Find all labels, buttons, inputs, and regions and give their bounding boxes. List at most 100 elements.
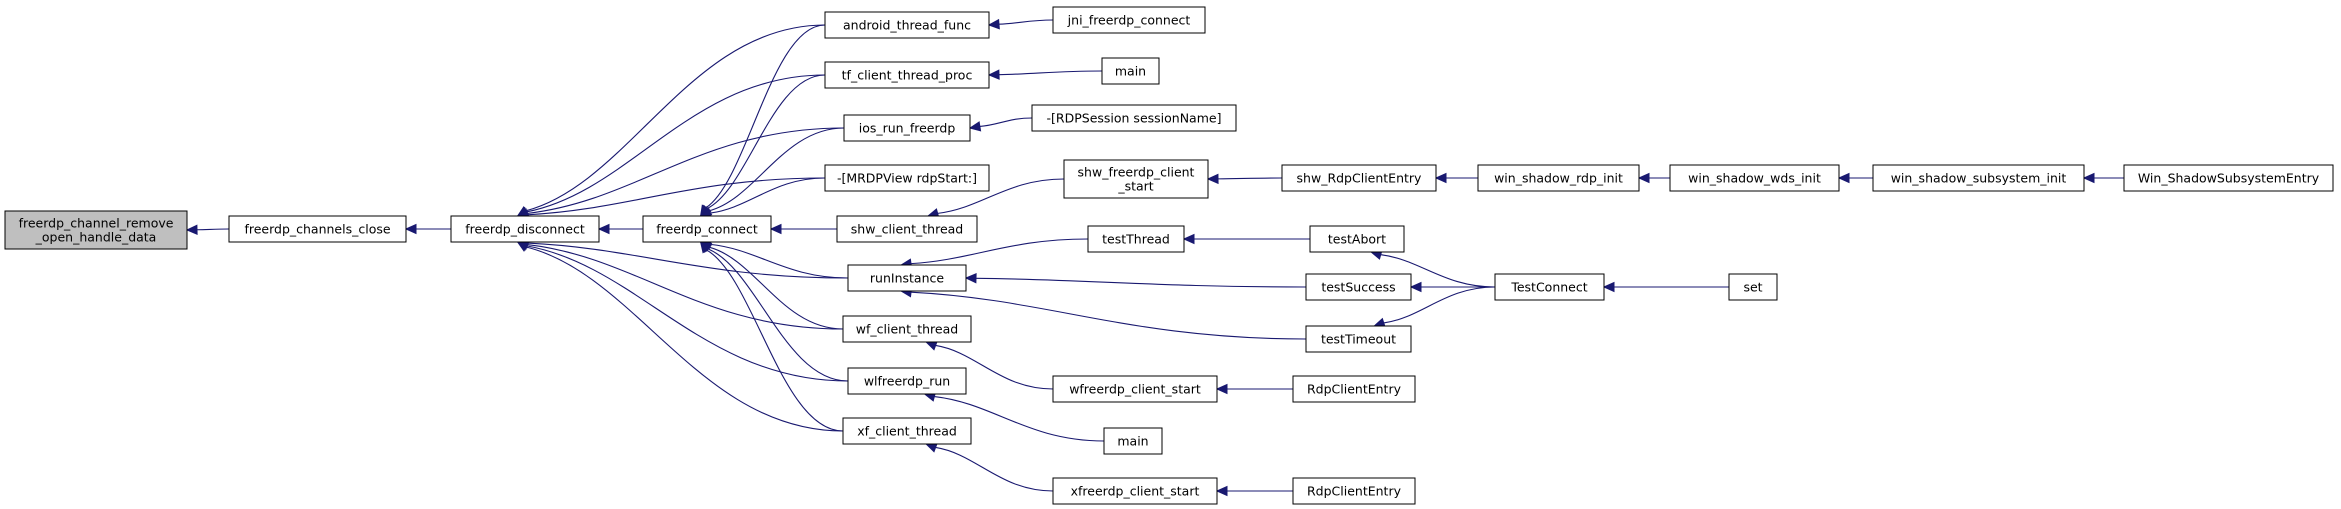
node-win-shadowsubsystementry[interactable]: Win_ShadowSubsystemEntry: [2123, 164, 2334, 192]
node-win-shadow-subsystem-init[interactable]: win_shadow_subsystem_init: [1872, 164, 2085, 192]
node-main[interactable]: main: [1103, 427, 1163, 455]
node-testabort[interactable]: testAbort: [1309, 225, 1405, 253]
edge-ios-to-disconnect: [516, 127, 845, 219]
node-label: freerdp_connect: [656, 222, 758, 237]
node-wfreerdp-client-start[interactable]: wfreerdp_client_start: [1052, 375, 1218, 403]
node-shw-client-thread[interactable]: shw_client_thread: [836, 215, 978, 243]
node-set[interactable]: set: [1728, 273, 1778, 301]
edge-line: [196, 228, 230, 231]
node-testthread[interactable]: testThread: [1087, 225, 1185, 253]
edge-line: [911, 291, 1307, 340]
edge-line: [910, 238, 1089, 265]
edge-mrdpview-to-disconnect: [516, 177, 826, 220]
node-win-shadow-rdp-init[interactable]: win_shadow_rdp_init: [1477, 164, 1640, 192]
edge-line: [706, 249, 844, 432]
node-jni-freerdp-connect[interactable]: jni_freerdp_connect: [1052, 6, 1206, 34]
edge-line: [1383, 286, 1496, 324]
node-box: [1728, 273, 1778, 301]
edge-testconnect-to-testabort: [1369, 249, 1496, 288]
edge-line: [708, 127, 845, 212]
edge-line: [527, 177, 826, 216]
edge-line: [710, 177, 826, 214]
node-label: jni_freerdp_connect: [1067, 13, 1191, 28]
node-label: android_thread_func: [843, 18, 971, 33]
node-box: [847, 367, 967, 395]
node-box: [1063, 159, 1209, 199]
node-main[interactable]: main: [1101, 57, 1160, 85]
node-testsuccess[interactable]: testSuccess: [1305, 273, 1412, 301]
edge-line: [998, 19, 1054, 25]
edge-xf_start-to-xf_thread: [925, 442, 1054, 492]
edge-runinstance-to-disconnect: [516, 237, 849, 279]
edge-connect-to-disconnect: [597, 223, 644, 235]
node-win-shadow-wds-init[interactable]: win_shadow_wds_init: [1669, 164, 1840, 192]
node-xf-client-thread[interactable]: xf_client_thread: [842, 417, 972, 445]
edge-xf_thread-to-disconnect: [516, 241, 844, 432]
edge-line: [706, 74, 826, 209]
arrow-head-icon: [597, 223, 610, 235]
node-box: [847, 264, 967, 292]
edge-line: [979, 117, 1033, 127]
node-label: Win_ShadowSubsystemEntry: [2138, 171, 2320, 186]
node-label: _start: [1117, 179, 1153, 194]
node-label: shw_RdpClientEntry: [1297, 171, 1423, 186]
edge-wf_start-to-wf_thread: [925, 340, 1054, 390]
node-label: testAbort: [1328, 232, 1386, 247]
node-box: [842, 315, 972, 343]
node-mrdpview-rdpstart[interactable]: -[MRDPView rdpStart:]: [824, 164, 990, 192]
node-freerdp-channels-close[interactable]: freerdp_channels_close: [228, 215, 407, 243]
edge-wds_init-to-rdp_init: [1637, 172, 1670, 184]
node-label: win_shadow_rdp_init: [1494, 171, 1623, 186]
node-rdpsession-sessionname[interactable]: -[RDPSession sessionName]: [1031, 104, 1237, 132]
node-box: [4, 210, 188, 250]
node-freerdp-connect[interactable]: freerdp_connect: [642, 215, 772, 243]
node-box: [824, 11, 990, 39]
edge-line: [707, 248, 849, 382]
arrow-head-icon: [968, 121, 982, 132]
edge-line: [708, 246, 844, 330]
node-label: win_shadow_subsystem_init: [1891, 171, 2067, 186]
node-label: RdpClientEntry: [1307, 382, 1402, 397]
node-xfreerdp-client-start[interactable]: xfreerdp_client_start: [1052, 477, 1218, 505]
node-label: set: [1743, 280, 1762, 295]
node-rdpcliententry[interactable]: RdpClientEntry: [1292, 375, 1416, 403]
edge-testconnect-to-testsuccess: [1409, 281, 1495, 293]
node-runinstance[interactable]: runInstance: [847, 264, 967, 292]
arrow-head-icon: [925, 340, 938, 351]
arrow-head-icon: [2082, 172, 2095, 184]
node-testconnect[interactable]: TestConnect: [1494, 273, 1605, 301]
edge-jni-to-android: [987, 18, 1054, 30]
edge-shw_entry-to-shw_start: [1206, 173, 1283, 185]
node-label: win_shadow_wds_init: [1688, 171, 1821, 186]
node-box: [450, 215, 600, 243]
node-label: testSuccess: [1321, 280, 1395, 295]
arrow-head-icon: [1215, 485, 1228, 497]
node-wf-client-thread[interactable]: wf_client_thread: [842, 315, 972, 343]
node-box: [1103, 427, 1163, 455]
edge-line: [937, 178, 1065, 214]
arrow-head-icon: [987, 69, 1000, 80]
arrow-head-icon: [516, 241, 530, 252]
edge-line: [935, 344, 1054, 390]
node-ios-run-freerdp[interactable]: ios_run_freerdp: [843, 114, 971, 142]
edge-rdpsession-to-ios: [968, 117, 1033, 132]
arrow-head-icon: [404, 223, 417, 235]
node-android-thread-func[interactable]: android_thread_func: [824, 11, 990, 39]
node-rdpcliententry[interactable]: RdpClientEntry: [1292, 477, 1416, 505]
node-tf-client-thread-proc[interactable]: tf_client_thread_proc: [824, 61, 990, 89]
node-label: TestConnect: [1510, 280, 1587, 295]
node-box: [1052, 375, 1218, 403]
edge-line: [527, 127, 845, 214]
node-shw-rdpcliententry[interactable]: shw_RdpClientEntry: [1281, 164, 1437, 192]
node-label: testTimeout: [1321, 332, 1396, 347]
node-freerdp-channel-remove-open-handle-data[interactable]: freerdp_channel_remove_open_handle_data: [4, 210, 188, 250]
node-freerdp-disconnect[interactable]: freerdp_disconnect: [450, 215, 600, 243]
edge-line: [525, 24, 826, 212]
node-box: [836, 215, 978, 243]
node-shw-freerdp-client-start[interactable]: shw_freerdp_client_start: [1063, 159, 1209, 199]
arrow-head-icon: [987, 18, 1000, 30]
node-wlfreerdp-run[interactable]: wlfreerdp_run: [847, 367, 967, 395]
node-testtimeout[interactable]: testTimeout: [1305, 325, 1412, 353]
edge-line: [935, 446, 1054, 492]
node-box: [843, 114, 971, 142]
